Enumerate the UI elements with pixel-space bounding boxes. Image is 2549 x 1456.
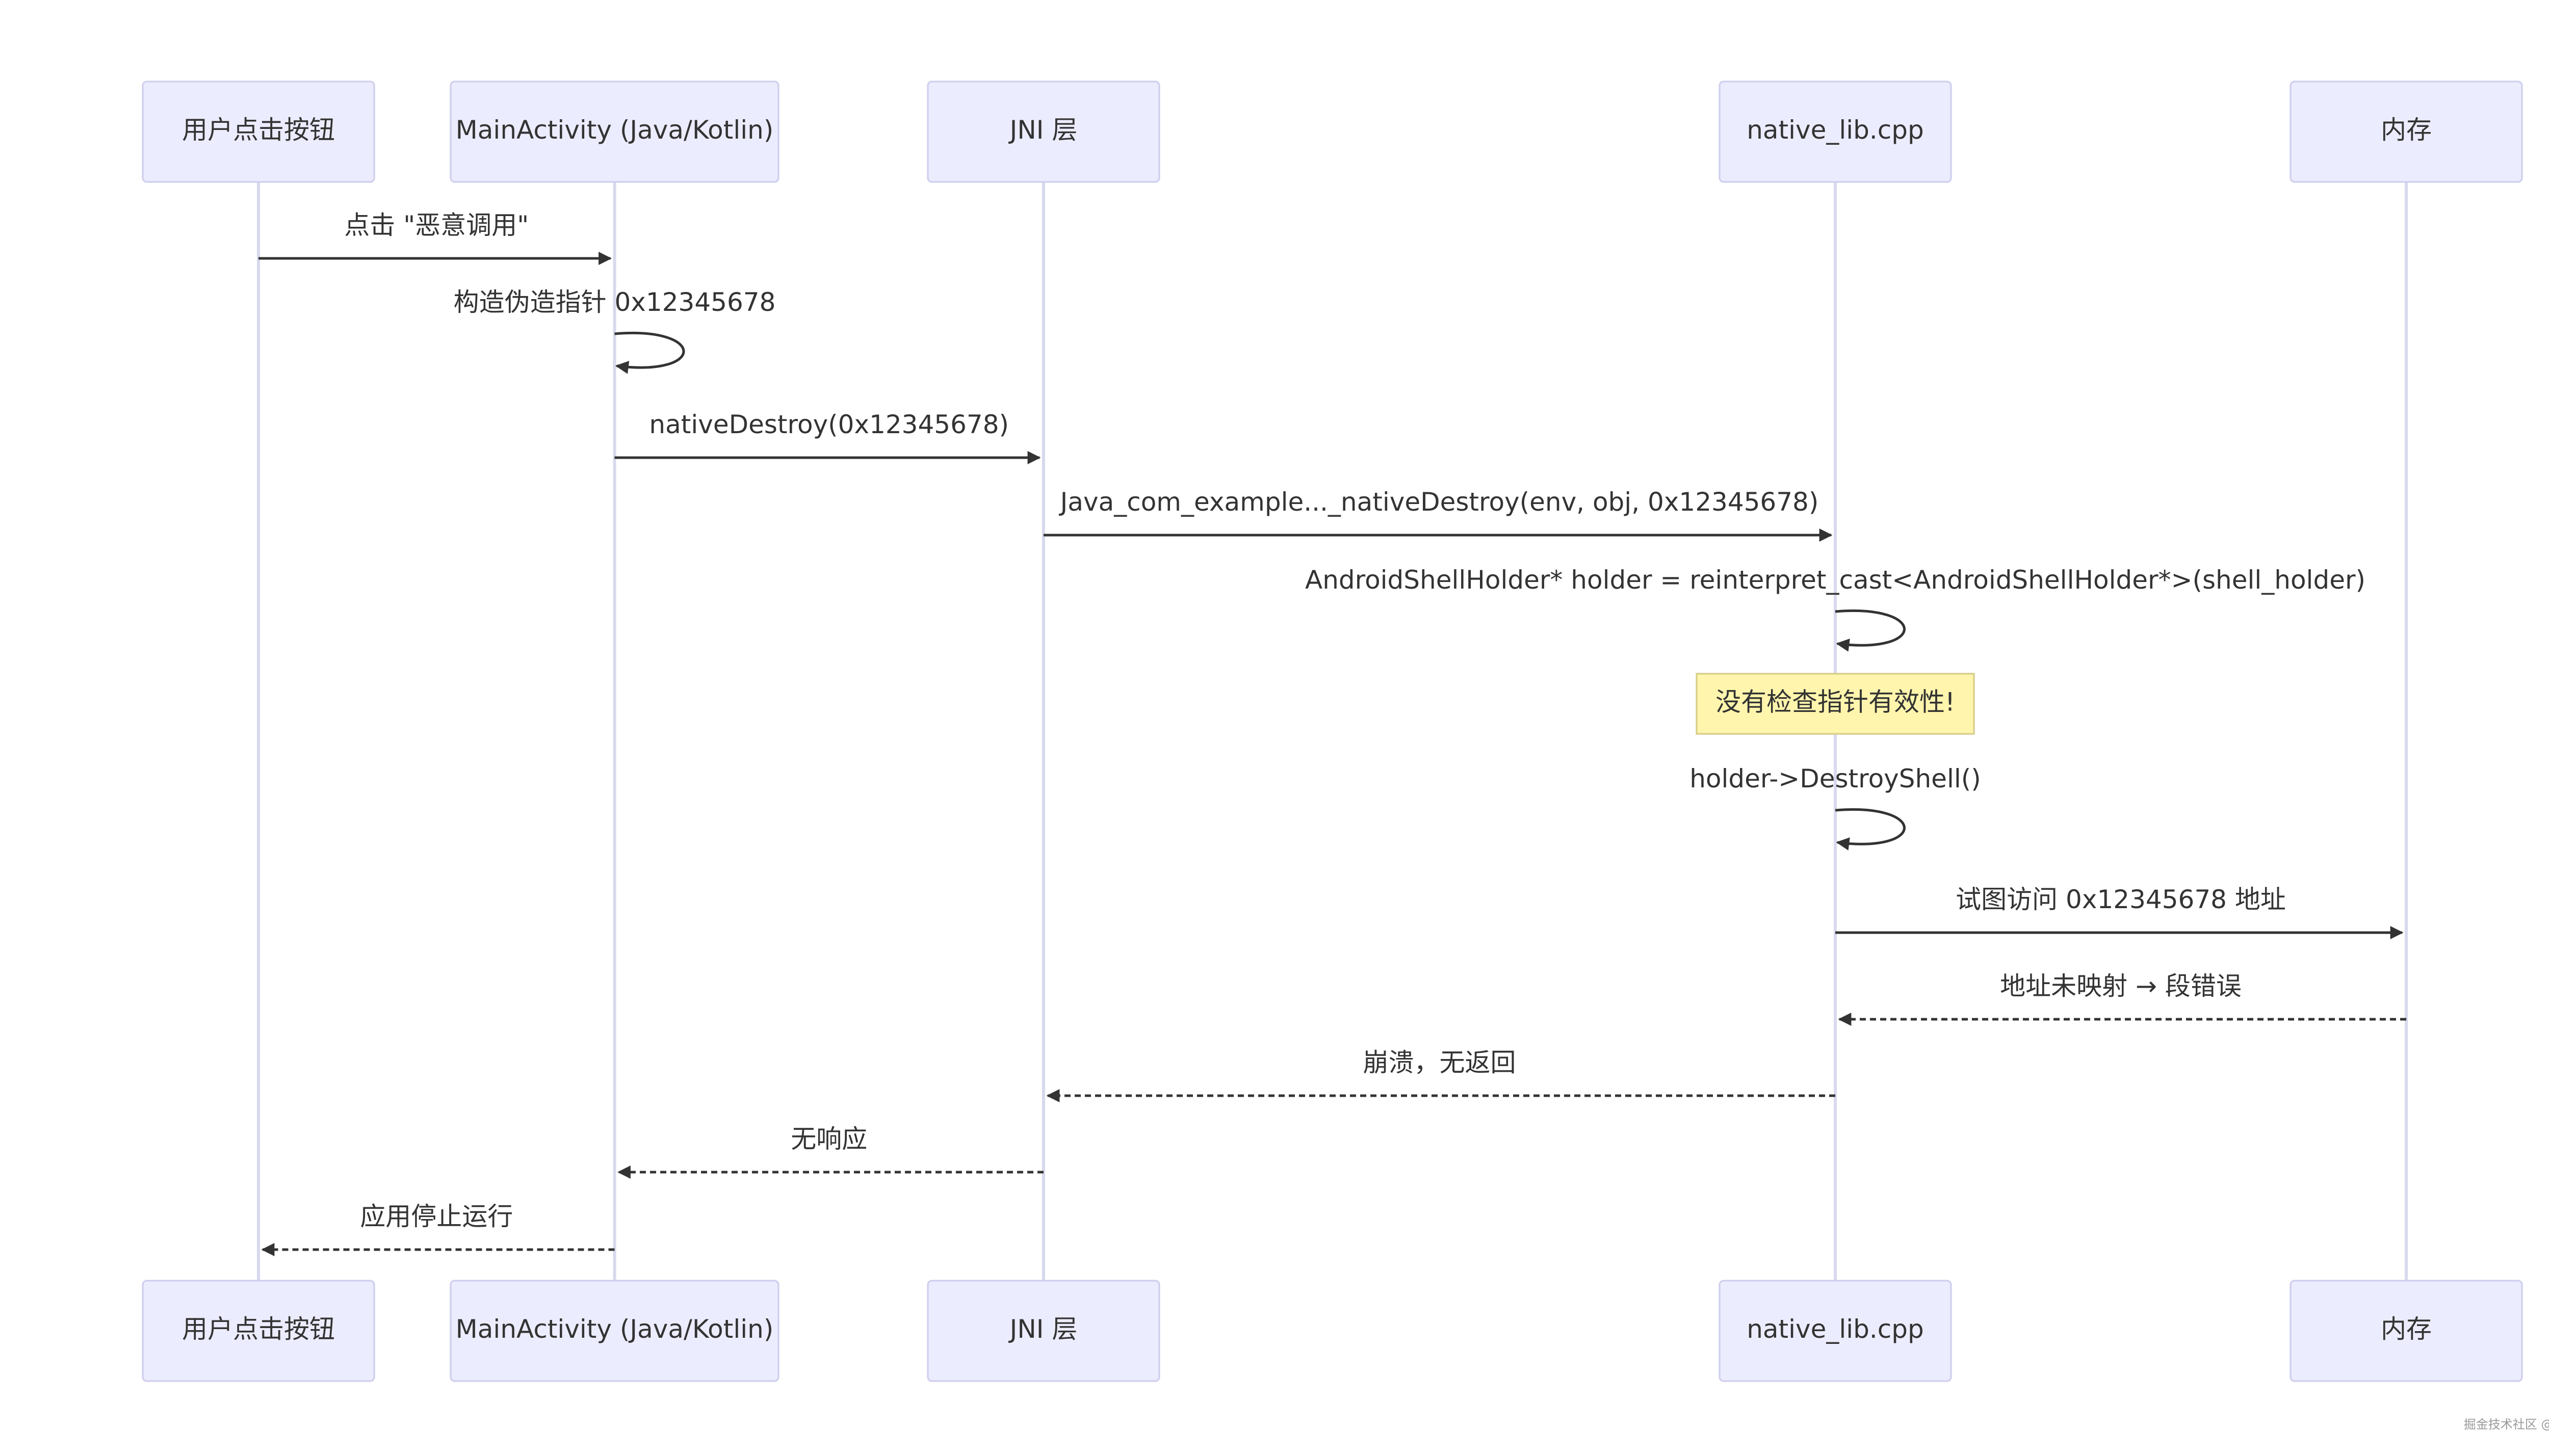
message-label: holder->DestroyShell() xyxy=(1689,764,1981,793)
message-label: 无响应 xyxy=(791,1124,867,1154)
participant-label-jni-top: JNI 层 xyxy=(1008,115,1078,145)
message-label: 试图访问 0x12345678 地址 xyxy=(1956,885,2286,914)
participant-box-native-top xyxy=(1719,81,1952,183)
participant-label-mem-bottom: 内存 xyxy=(2381,1314,2432,1344)
participant-label-native-bottom: native_lib.cpp xyxy=(1747,1314,1924,1344)
message-label: AndroidShellHolder* holder = reinterpret… xyxy=(1305,565,2365,595)
participant-box-jni-bottom xyxy=(927,1280,1160,1382)
message-arrow-self xyxy=(1835,808,1906,851)
participant-label-native-top: native_lib.cpp xyxy=(1747,115,1924,145)
participant-box-mem-top xyxy=(2290,81,2523,183)
message-label: 构造伪造指针 0x12345678 xyxy=(454,287,776,317)
note-box xyxy=(1696,673,1975,735)
participant-label-user-top: 用户点击按钮 xyxy=(182,115,335,145)
participant-label-jni-bottom: JNI 层 xyxy=(1008,1314,1078,1344)
participant-box-main-bottom xyxy=(450,1280,779,1382)
message-label: 点击 "恶意调用" xyxy=(344,210,529,240)
participant-label-main-top: MainActivity (Java/Kotlin) xyxy=(456,115,774,145)
message-arrow-self xyxy=(614,332,685,374)
message-label: 应用停止运行 xyxy=(360,1202,513,1231)
participant-label-main-bottom: MainActivity (Java/Kotlin) xyxy=(456,1314,774,1344)
participant-box-native-bottom xyxy=(1719,1280,1952,1382)
participant-box-user-bottom xyxy=(142,1280,375,1382)
message-label: 崩溃，无返回 xyxy=(1363,1048,1516,1077)
participant-box-main-top xyxy=(450,81,779,183)
participant-box-user-top xyxy=(142,81,375,183)
participant-box-jni-top xyxy=(927,81,1160,183)
participant-label-user-bottom: 用户点击按钮 xyxy=(182,1314,335,1344)
participant-label-mem-top: 内存 xyxy=(2381,115,2432,145)
message-label: nativeDestroy(0x12345678) xyxy=(649,410,1009,439)
watermark: 掘金技术社区 @ 哪吒网络安全 xyxy=(2464,1417,2549,1432)
participant-box-mem-bottom xyxy=(2290,1280,2523,1382)
message-label: 地址未映射 → 段错误 xyxy=(2000,971,2242,1001)
message-arrow-self xyxy=(1835,610,1906,652)
message-label: Java_com_example..._nativeDestroy(env, o… xyxy=(1059,487,1819,517)
note-label: 没有检查指针有效性! xyxy=(1715,687,1955,717)
